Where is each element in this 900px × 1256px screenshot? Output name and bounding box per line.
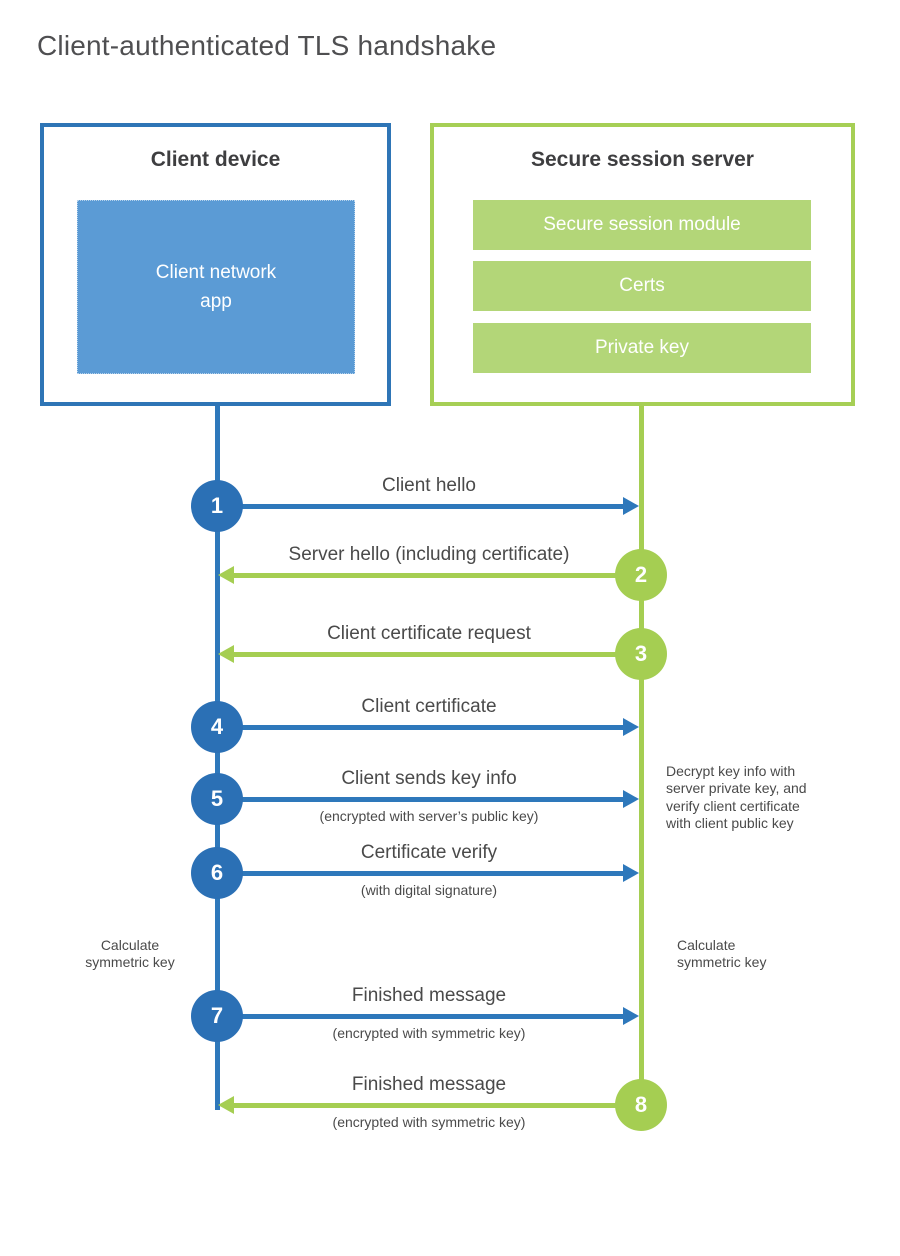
step-4-arrowhead-icon bbox=[623, 718, 639, 736]
step-7-arrow bbox=[240, 1014, 624, 1019]
step-6-badge: 6 bbox=[191, 847, 243, 899]
step-4-badge: 4 bbox=[191, 701, 243, 753]
step-3-badge: 3 bbox=[615, 628, 667, 680]
step-8-badge: 8 bbox=[615, 1079, 667, 1131]
secure-session-server-title: Secure session server bbox=[531, 148, 754, 171]
step-7-sublabel: (encrypted with symmetric key) bbox=[332, 1025, 526, 1041]
step-2-label: Server hello (including certificate) bbox=[288, 544, 570, 565]
server-module-secure-session: Secure session module bbox=[473, 200, 811, 250]
step-8-arrowhead-icon bbox=[218, 1096, 234, 1114]
server-module-certs: Certs bbox=[473, 261, 811, 311]
step-3-arrowhead-icon bbox=[218, 645, 234, 663]
step-5-label: Client sends key info bbox=[341, 768, 517, 789]
step-5-badge: 5 bbox=[191, 773, 243, 825]
step-1-label: Client hello bbox=[382, 475, 476, 496]
server-lifeline bbox=[639, 405, 644, 1105]
step-6-sublabel: (with digital signature) bbox=[360, 882, 498, 898]
step-8-number: 8 bbox=[634, 1092, 648, 1117]
step-2-number: 2 bbox=[634, 562, 648, 587]
step-8-sublabel: (encrypted with symmetric key) bbox=[332, 1114, 526, 1130]
step-1-number: 1 bbox=[210, 493, 224, 518]
step-5-arrow bbox=[240, 797, 624, 802]
step-3-number: 3 bbox=[634, 641, 648, 666]
step-4-label: Client certificate bbox=[361, 696, 497, 717]
step-4-arrow bbox=[240, 725, 624, 730]
step-6-label: Certificate verify bbox=[360, 842, 498, 863]
step-5-arrowhead-icon bbox=[623, 790, 639, 808]
step-7-label: Finished message bbox=[351, 985, 507, 1006]
client-calc-symmetric-key-note: Calculate symmetric key bbox=[85, 937, 175, 971]
step-8-label: Finished message bbox=[351, 1074, 507, 1095]
step-7-arrowhead-icon bbox=[623, 1007, 639, 1025]
page-title: Client-authenticated TLS handshake bbox=[37, 30, 497, 61]
step-2-badge: 2 bbox=[615, 549, 667, 601]
server-calc-symmetric-key-note: Calculate symmetric key bbox=[677, 937, 767, 971]
step-5-number: 5 bbox=[210, 786, 224, 811]
step-1-arrowhead-icon bbox=[623, 497, 639, 515]
step-4-number: 4 bbox=[210, 714, 224, 739]
step-2-arrowhead-icon bbox=[218, 566, 234, 584]
step-2-arrow bbox=[234, 573, 618, 578]
client-network-app-box: Client network app bbox=[77, 200, 355, 374]
client-lifeline bbox=[215, 405, 220, 1110]
step-7-badge: 7 bbox=[191, 990, 243, 1042]
server-decrypt-note: Decrypt key info with server private key… bbox=[666, 763, 807, 832]
step-8-arrow bbox=[234, 1103, 618, 1108]
step-1-arrow bbox=[240, 504, 624, 509]
server-module-private-key: Private key bbox=[473, 323, 811, 373]
step-7-number: 7 bbox=[210, 1003, 224, 1028]
client-device-title: Client device bbox=[150, 148, 281, 171]
step-6-number: 6 bbox=[210, 860, 224, 885]
step-3-arrow bbox=[234, 652, 618, 657]
step-1-badge: 1 bbox=[191, 480, 243, 532]
step-6-arrow bbox=[240, 871, 624, 876]
step-5-sublabel: (encrypted with server’s public key) bbox=[319, 808, 539, 824]
step-6-arrowhead-icon bbox=[623, 864, 639, 882]
step-3-label: Client certificate request bbox=[327, 623, 531, 644]
